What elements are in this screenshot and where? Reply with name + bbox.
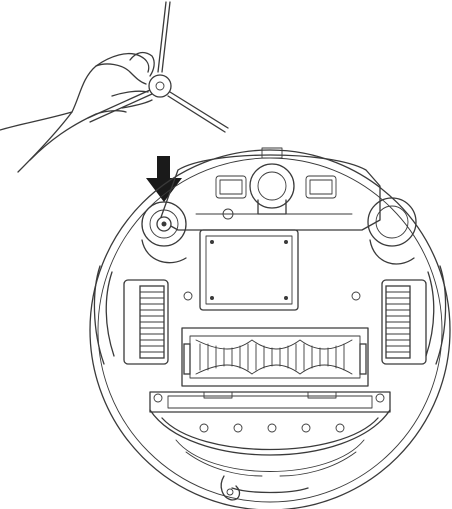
left-wheel bbox=[93, 265, 169, 365]
battery-cover bbox=[199, 229, 299, 311]
side-brush-icon bbox=[87, 1, 229, 133]
hand-icon bbox=[0, 51, 155, 173]
right-sensor-dome bbox=[367, 197, 417, 265]
main-brush-bristles bbox=[199, 343, 345, 371]
right-wheel bbox=[381, 265, 447, 365]
side-brush-mount bbox=[141, 201, 187, 264]
screw-row bbox=[199, 423, 345, 433]
robot-vacuum-icon bbox=[89, 147, 451, 509]
front-caster bbox=[249, 147, 295, 215]
